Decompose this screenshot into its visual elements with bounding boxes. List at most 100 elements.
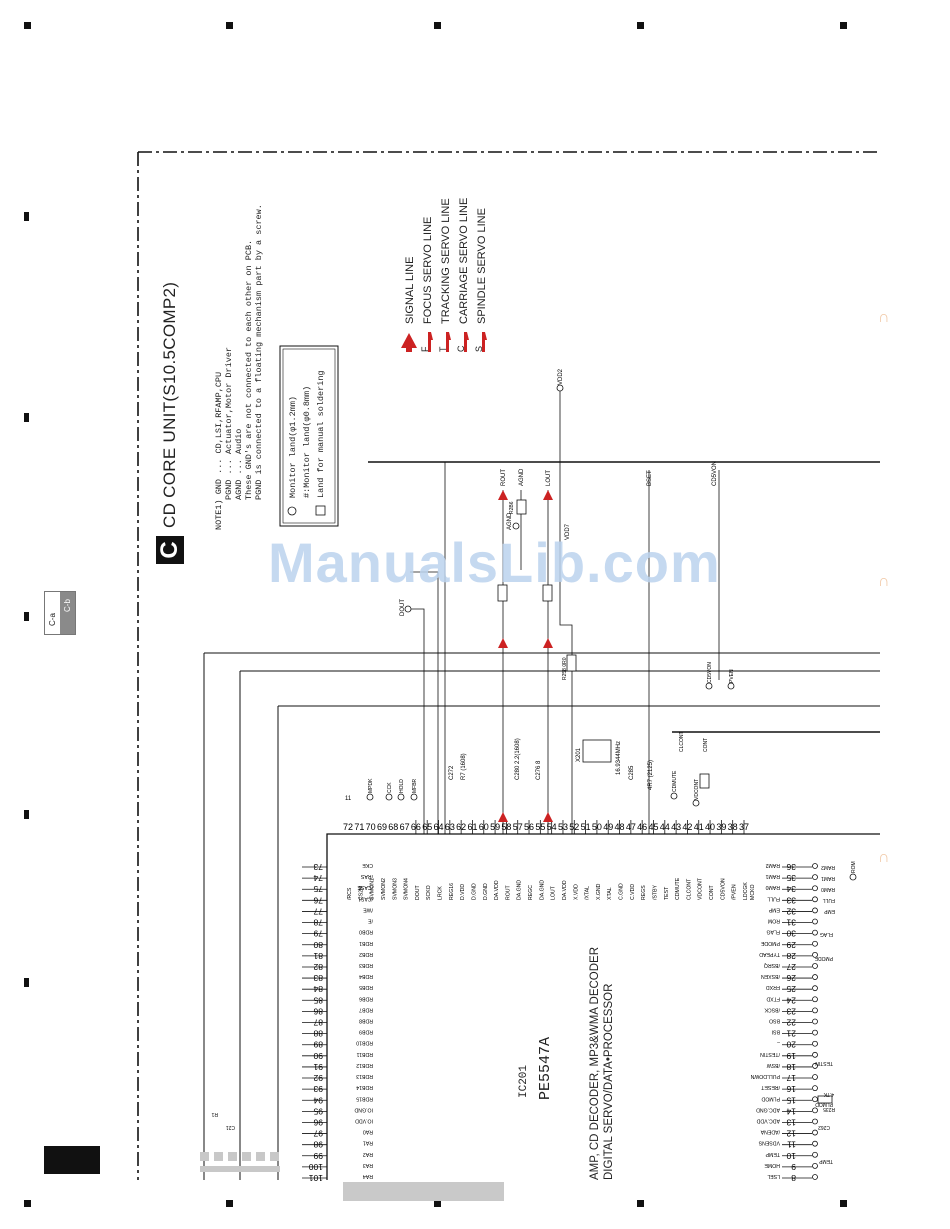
connector-shadow [200,1152,280,1172]
right-pin-number: 22 [786,1018,796,1028]
right-pin-number: 24 [786,995,796,1005]
left-pin-name: RDB12 [356,1062,373,1068]
left-pin-name: RDB1 [359,940,373,946]
signal-arrows [498,490,553,822]
top-pin-name: SVMON4 [404,878,410,900]
crop-mark [637,1200,644,1207]
bottom-bar [343,1182,504,1201]
right-pin-name: ADC.GND [756,1106,780,1112]
signal-nets [408,388,720,834]
crop-mark [24,22,31,29]
note-line-4: These GND's are not connected to each ot… [244,239,254,500]
label-r258: R258 0R0 [562,657,568,680]
left-pin-name: RDB11 [357,1051,373,1057]
top-pin-name: CD5VON [720,878,726,900]
edge-mark: ∩ [878,573,890,590]
top-pin-name: /PVEN [732,884,738,900]
crop-mark [24,810,29,819]
top-pin-number: 38 [728,822,738,832]
top-pin-name-extra: MCKO [750,884,756,900]
right-pin-name: /BSXEN [761,973,780,979]
crop-mark [637,22,644,29]
right-pin-number: 19 [786,1051,796,1061]
bus-lines [203,461,880,1180]
right-pin-number: 30 [786,929,796,939]
right-pin-name: BSO [769,1018,780,1024]
top-pin-name: DA.GND [539,880,545,900]
crop-mark [226,1200,233,1207]
left-pin-name: CKE [362,862,373,868]
label-c21: C21 [226,1124,235,1130]
top-pin-number: 69 [377,822,387,832]
top-pin-number: 71 [354,822,364,832]
right-pin-number: 26 [786,973,796,983]
top-pin-name: X.VDD [573,884,579,900]
label-mpdk: MPDK [368,778,374,793]
right-pin-number: 28 [786,951,796,961]
top-pin-number: 56 [524,822,534,832]
label-full: FULL [823,897,835,903]
top-pin-name: D.GND [483,883,489,900]
top-pin-name: LDCGK [743,882,749,900]
servo-legend-tracking: TRACKING SERVO LINE [440,198,452,324]
top-pin-number: 68 [388,822,398,832]
label-ram1: RAM1 [821,875,835,881]
label-pmode: PMODE [814,955,833,961]
label-freq: 16.9344MHz [616,741,622,775]
top-pin-name: DA.VDD [562,880,568,900]
left-pin-number: 74 [313,873,323,883]
top-pin-name: C.GND [619,883,625,900]
crop-mark [434,1200,441,1207]
crop-mark [24,978,29,987]
label-c262: C262 [818,1124,830,1130]
left-pin-number: 101 [309,1173,323,1183]
right-pin-number: 13 [786,1117,796,1127]
top-pin-number: 40 [705,822,715,832]
top-pin-name: D.VDD [460,884,466,900]
ic-desc-1: AMP, CD DECODER, MP3&WMA DECODER [589,946,601,1180]
top-pin-name: C.VDD [630,884,636,900]
servo-legend-s-code: S [474,345,484,352]
top-pin-number: 43 [671,822,681,832]
top-pin-number: 64 [434,822,444,832]
top-pin-number: 70 [366,822,376,832]
tab-cb[interactable]: C-b [60,592,75,634]
left-pin-number: 90 [313,1051,323,1061]
left-pin-number: 84 [313,984,323,994]
servo-legend-c-code: C [456,345,466,353]
top-pin-name: SVMON1 [370,878,376,900]
label-cd5von2: CD5VON [707,662,713,683]
top-pin-number: 57 [513,822,523,832]
net-label-rout: ROUT [501,469,507,486]
left-pin-number: 76 [313,895,323,905]
section-title: CD CORE UNIT(S10.5COMP2) [160,281,179,528]
edge-mark: ∩ [878,849,890,866]
right-pin-name: RAM2 [765,862,780,868]
left-pin-number: 92 [313,1073,323,1083]
section-letter: C [156,541,183,559]
left-pin-number: 77 [313,906,323,916]
left-pin-name: /CAS1 [358,895,373,901]
top-pin-number: 72 [343,822,353,832]
monitor-legend-box [279,345,339,527]
label-r2b6: R2B6 [509,501,515,514]
right-pin-name: BSI [772,1029,780,1035]
top-pin-name: SVMON3 [392,878,398,900]
left-pin-name: RA3 [363,1162,373,1168]
top-pin-number: 46 [637,822,647,832]
left-pin-number: 97 [313,1129,323,1139]
left-pin-name: RA4 [363,1173,373,1179]
crop-mark [840,1200,847,1207]
top-pin-name: X.GND [596,883,602,900]
right-pin-name: EMP [768,906,780,912]
right-pin-name: /BSRQ [764,962,780,968]
top-pin-name: CDMUTE [675,877,681,900]
left-pin-name: RDB15 [356,1095,373,1101]
right-pin-name: /BSW [767,1062,780,1068]
left-pin-name: RDB3 [359,962,373,968]
left-pin-name: RDB10 [356,1040,373,1046]
label-x201: X201 [576,747,582,762]
right-pin-number: 21 [786,1029,796,1039]
right-pin-number: 18 [786,1062,796,1072]
